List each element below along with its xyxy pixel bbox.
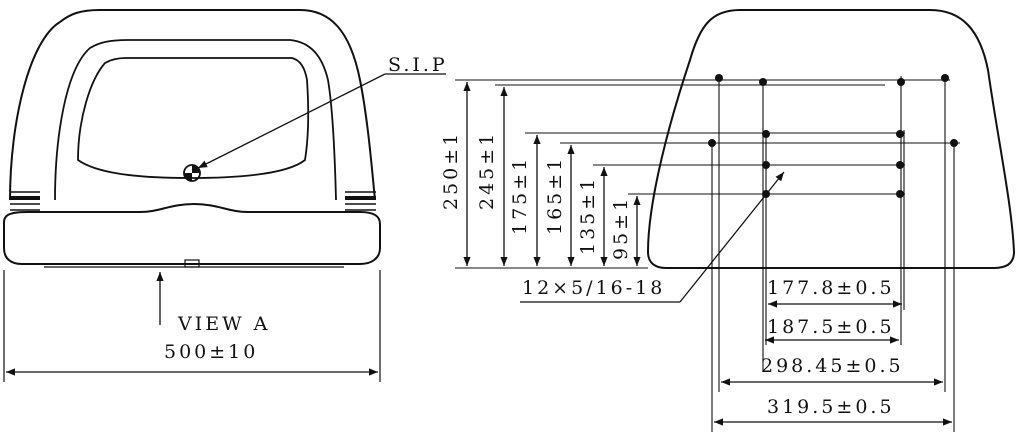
backrest-inner-frame (54, 39, 337, 201)
bolt-hole (708, 139, 716, 147)
bolt-hole (759, 78, 767, 86)
bolt-spec-label: 12×5/16-18 (522, 277, 665, 299)
bolt-hole (897, 78, 905, 86)
bolt-hole (896, 190, 904, 198)
bolt-hole (950, 139, 958, 147)
dim-250-label: 250±1 (440, 131, 462, 210)
vertical-extension-lines (711, 76, 955, 432)
dim-177-label: 177.8±0.5 (767, 277, 895, 299)
horizontal-dimensions (714, 300, 952, 426)
bolt-hole (762, 161, 770, 169)
dim-135-label: 135±1 (577, 176, 599, 255)
dim-175-label: 175±1 (509, 156, 531, 235)
dim-319-label: 319.5±0.5 (767, 396, 895, 418)
bolt-holes (708, 74, 958, 198)
bolt-hole (762, 130, 770, 138)
bolt-hole (896, 130, 904, 138)
dim-187-label: 187.5±0.5 (767, 316, 895, 338)
dim-245-label: 245±1 (476, 131, 498, 210)
bolt-hole (896, 161, 904, 169)
backrest-outline (9, 9, 376, 201)
back-outline (646, 9, 1016, 269)
sip-label: S.I.P (388, 54, 448, 76)
dim-298-label: 298.45±0.5 (761, 355, 904, 377)
sip-marker (183, 164, 201, 182)
bolt-hole (941, 74, 949, 82)
backrest-cushion-panel (77, 57, 310, 179)
bolt-hole (715, 74, 723, 82)
seat-cushion (3, 202, 381, 265)
dim-165-label: 165±1 (544, 156, 566, 235)
overall-width-label: 500±10 (164, 341, 258, 363)
view-a-label: VIEW A (177, 313, 270, 335)
side-bands (10, 191, 376, 211)
seat-front-view (3, 9, 446, 382)
vertical-dimensions (463, 82, 641, 266)
seat-back-view (455, 9, 1016, 432)
dim-95-label: 95±1 (610, 196, 632, 260)
